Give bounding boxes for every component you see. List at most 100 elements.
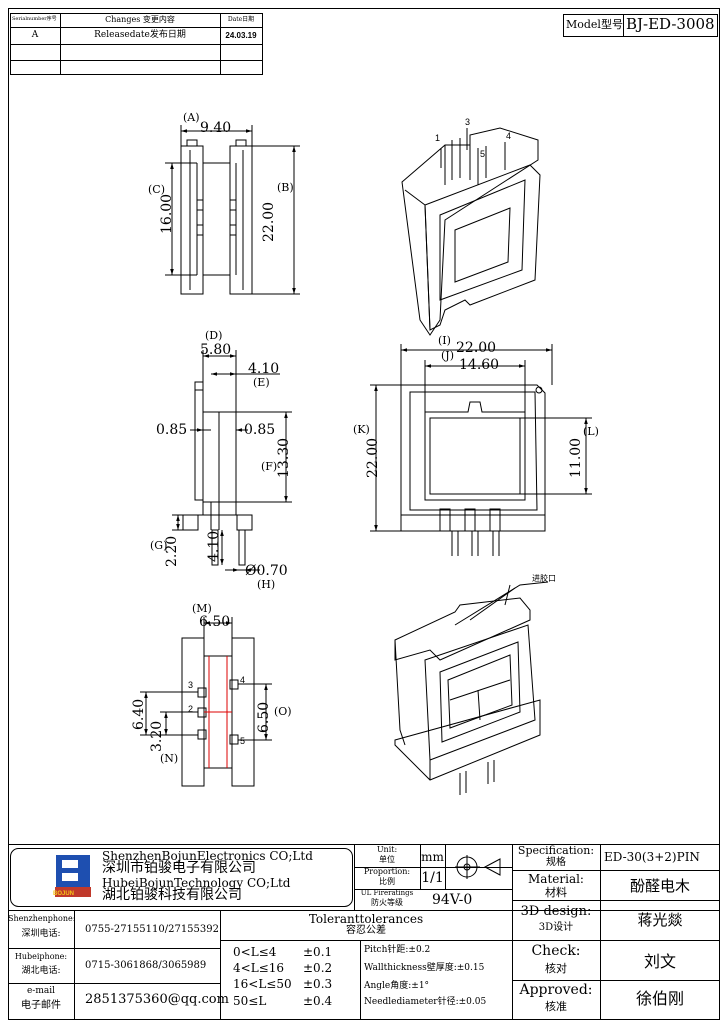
bottom-pin-3: 3 (188, 680, 194, 690)
design-cn: 3D设计 (538, 922, 574, 933)
tol-pitch: Pitch针距:±0.2 (364, 945, 431, 955)
dim-l-value: 11.00 (568, 437, 584, 478)
dim-n-label: (N) (160, 752, 179, 765)
tol-range-1: 0<L≤4 (233, 945, 277, 959)
dim-h-label: (H) (257, 578, 276, 591)
isometric-view-2 (394, 581, 549, 795)
front-view-middle (172, 350, 292, 572)
dim-085-right: 0.85 (244, 422, 276, 438)
company-en-1: ShenzhenBojunElectronics CO;Ltd (102, 849, 313, 863)
dim-n-value-2: 3.20 (149, 720, 165, 752)
dim-a-label: (A) (183, 111, 200, 124)
model-label: Model型号 (566, 18, 623, 31)
logo-mark (55, 855, 91, 897)
spec-label: Specification: (517, 844, 595, 857)
dim-d-label: (D) (205, 329, 223, 342)
dim-d-value: 5.80 (200, 342, 232, 358)
tol-value-4: ±0.4 (303, 994, 333, 1008)
sheet-frame (8, 8, 720, 1020)
rev-change: Releasedate发布日期 (94, 30, 186, 40)
model-divider (623, 14, 718, 37)
tol-needle: Needlediameter针径:±0.05 (364, 997, 487, 1007)
company-cn-2: 湖北铂骏科技有限公司 (102, 887, 242, 903)
rev-serial: A (31, 30, 39, 40)
iso-pin-5: 5 (480, 149, 486, 159)
proportion-label: Proportion: (363, 867, 411, 876)
dim-j-label: (J) (441, 349, 454, 362)
side-view-top (165, 125, 300, 295)
isometric-view-1 (401, 127, 541, 336)
dim-k-label: (K) (353, 423, 370, 436)
dim-m-value: 6.50 (199, 614, 231, 630)
dim-n-value-1: 6.40 (131, 698, 147, 730)
dim-c-value: 16.00 (159, 193, 175, 234)
tol-value-3: ±0.3 (303, 977, 333, 991)
dim-o-label: (O) (274, 705, 292, 718)
tolerance-title: Toleranttolerances (308, 912, 424, 926)
rev-header-serial: Serialnumber序号 (12, 16, 57, 22)
tol-angle: Angle角度:±1° (364, 981, 430, 991)
dim-o-value: 6.50 (256, 701, 272, 733)
model-box (563, 14, 718, 37)
dim-b-label: (B) (277, 181, 294, 194)
dim-a-value: 9.40 (200, 120, 232, 136)
dim-f-label: (F) (261, 460, 278, 473)
logo-text: BOJUN (53, 891, 75, 897)
rev-date: 24.03.19 (225, 31, 257, 40)
dim-e-value: 4.10 (248, 361, 280, 377)
design-label: 3D design: (520, 904, 592, 919)
model-value: BJ-ED-3008 (626, 15, 715, 33)
front-view-right (370, 344, 592, 556)
check-label: Check: (531, 943, 581, 959)
email-cn: 电子邮件 (21, 1000, 61, 1011)
dim-c-label: (C) (148, 183, 165, 196)
proportion-value: 1/1 (421, 870, 444, 886)
dim-pin-length: 4.10 (206, 530, 222, 562)
approved-label: Approved: (519, 982, 593, 998)
unit-cn: 单位 (379, 855, 395, 864)
bottom-pin-2: 2 (188, 704, 194, 714)
dim-l-label: (L) (583, 425, 599, 438)
fire-label: UL Fireratings (360, 889, 414, 897)
hb-phone-value: 0715-3061868/3065989 (85, 960, 207, 971)
material-value: 酚醛电木 (629, 877, 690, 895)
email-label: e-mail (26, 986, 56, 996)
title-block-lines (8, 844, 720, 1020)
dim-f-value: 13.30 (276, 437, 292, 478)
tol-range-2: 4<L≤16 (233, 961, 284, 975)
fire-cn: 防火等级 (371, 898, 403, 907)
tol-wall: Wallthickness壁厚度:±0.15 (364, 963, 485, 973)
dim-g-label: (G) (150, 539, 168, 552)
bottom-pin-5: 5 (240, 736, 246, 746)
hb-phone-label: Hubeiphone: (14, 952, 68, 961)
dim-j-value: 14.60 (459, 357, 500, 373)
dim-h-value: Ø0.70 (245, 563, 288, 579)
gate-label: 进胶口 (532, 574, 556, 583)
fire-value: 94V-0 (432, 892, 473, 908)
spec-value: ED-30(3+2)PIN (604, 850, 700, 864)
sz-phone-value: 0755-27155110/27155392 (85, 924, 219, 935)
unit-value: mm (421, 850, 444, 864)
dim-i-label: (I) (438, 334, 451, 347)
proportion-cn: 比例 (379, 877, 395, 886)
tol-value-2: ±0.2 (303, 961, 333, 975)
tol-range-3: 16<L≤50 (233, 977, 292, 991)
rev-header-date: Date日期 (227, 16, 255, 23)
dim-085-left: 0.85 (156, 422, 188, 438)
company-cn-1: 深圳市铂骏电子有限公司 (102, 860, 256, 876)
approved-cn: 核准 (545, 1000, 567, 1013)
check-cn: 核对 (545, 962, 567, 975)
tolerance-cn: 容忍公差 (346, 925, 386, 936)
dim-m-label: (M) (192, 602, 212, 615)
tol-range-4: 50≤L (233, 994, 267, 1008)
iso-pin-1: 1 (435, 133, 441, 143)
design-value: 蒋光燚 (637, 911, 683, 929)
dim-k-value: 22.00 (365, 437, 381, 478)
company-en-2: HubeiBojunTechnology CO;Ltd (102, 876, 291, 890)
tol-value-1: ±0.1 (303, 945, 333, 959)
dim-g-value: 2.20 (164, 535, 180, 567)
approved-value: 徐伯刚 (635, 989, 684, 1008)
email-value: 2851375360@qq.com (85, 992, 229, 1007)
dim-e-label: (E) (253, 376, 270, 389)
